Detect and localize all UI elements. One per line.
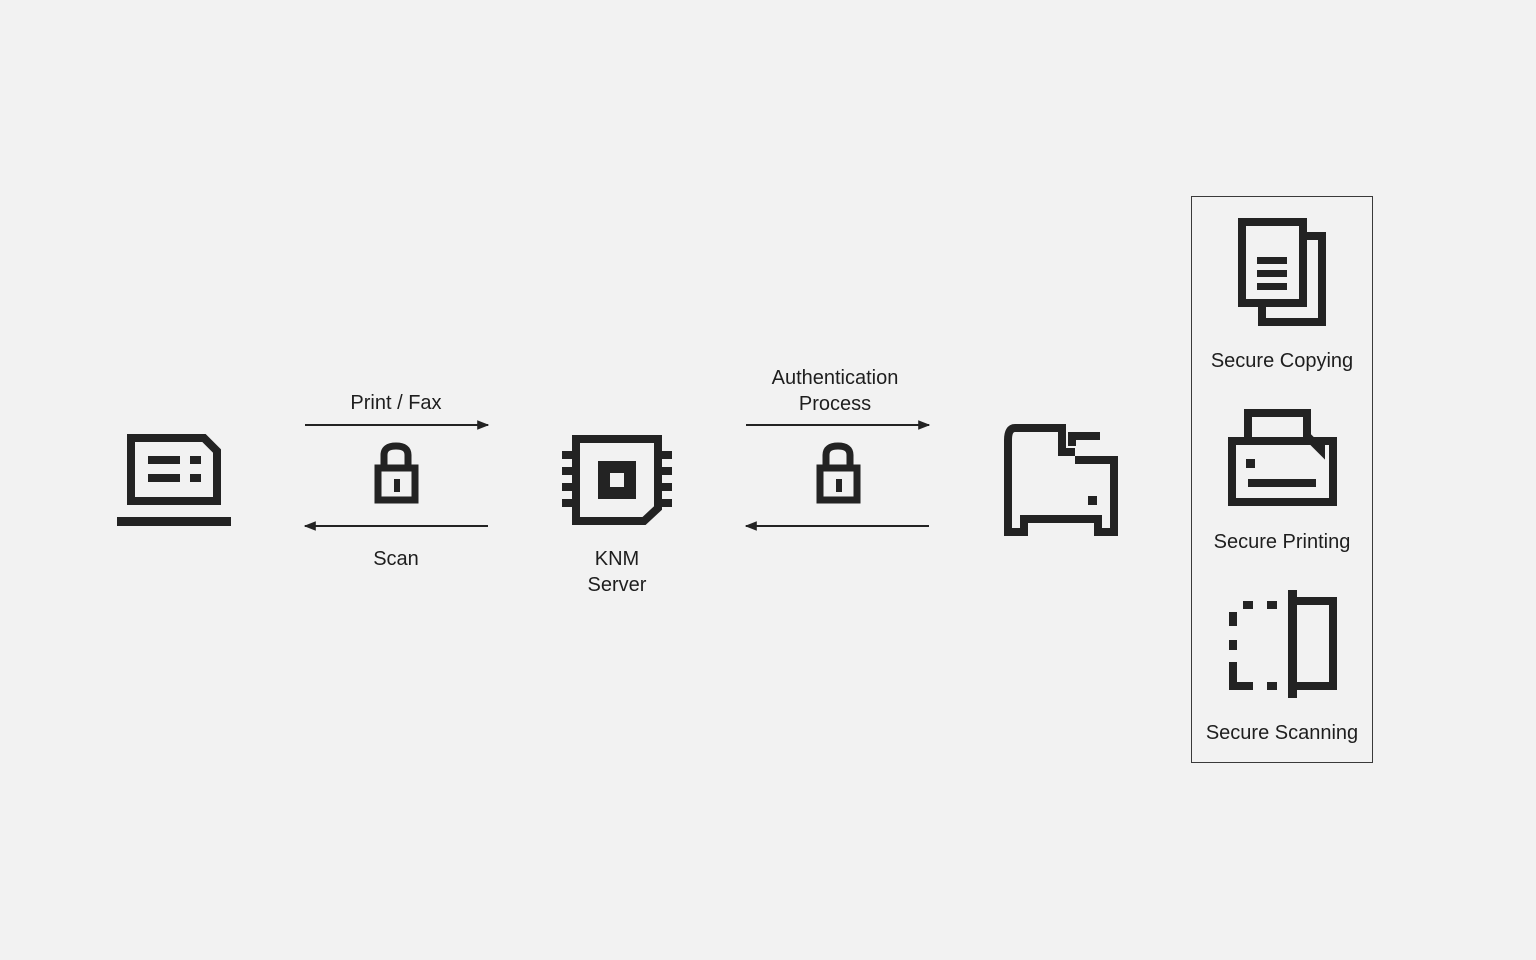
secure-features-panel [1191, 196, 1373, 763]
printer-icon [1228, 409, 1337, 506]
server-label-line1: KNM [594, 548, 640, 570]
multifunction-printer-icon [1004, 424, 1118, 536]
padlock-icon [816, 442, 861, 504]
print-fax-label: Print / Fax [350, 392, 442, 414]
secure-printing-label: Secure Printing [1213, 531, 1351, 553]
server-label-line2: Server [587, 574, 647, 596]
authentication-label-line2: Process [798, 393, 872, 415]
padlock-icon [374, 442, 419, 504]
server-chip-icon [562, 435, 672, 525]
scan-label: Scan [373, 548, 419, 570]
secure-scanning-label: Secure Scanning [1205, 722, 1359, 744]
laptop-icon [117, 434, 231, 526]
secure-copying-label: Secure Copying [1210, 350, 1354, 372]
copy-documents-icon [1238, 218, 1326, 326]
scanner-icon [1229, 590, 1337, 698]
authentication-label-line1: Authentication [771, 367, 899, 389]
